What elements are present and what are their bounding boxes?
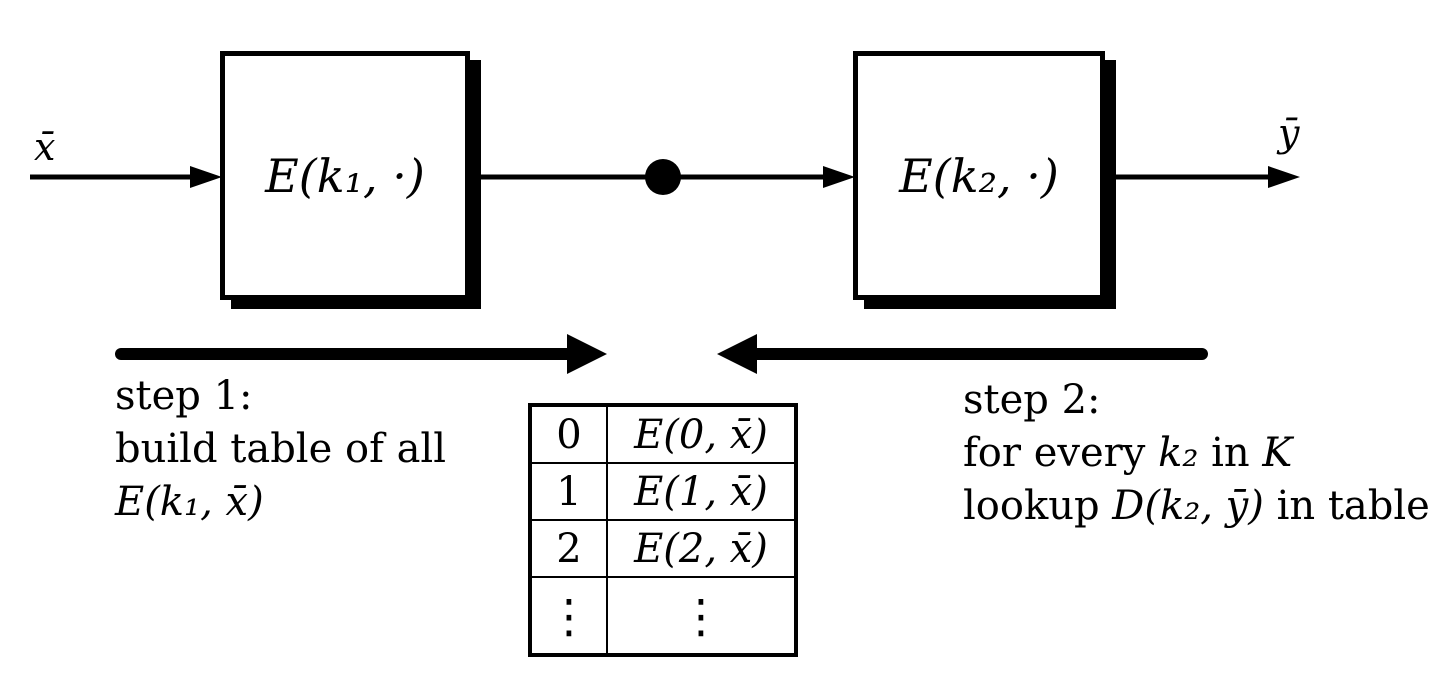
input-arrow-icon [30,166,222,188]
table-key-cell: 2 [532,521,608,576]
table-key-cell-ellipsis-icon: ⋮ [532,578,608,653]
table-key-cell: 1 [532,464,608,519]
encrypt-box-1: E(k₁, ·) [220,51,470,300]
table-key-cell: 0 [532,407,608,462]
table-row: 2 E(2, x̄) [532,519,794,576]
output-arrow-icon [1107,166,1300,188]
step2-line3-text: lookup [963,483,1113,529]
table-value-cell: E(0, x̄) [634,411,768,458]
step1-formula: E(k₁, x̄) [115,479,264,525]
encrypt-box-1-label: E(k₁, ·) [265,148,425,203]
table-row: 0 E(0, x̄) [532,407,794,462]
table-value-cell: E(1, x̄) [634,468,768,515]
step2-left-arrow-icon [717,334,1208,374]
step2-annotation: step 2: for every k₂ in K lookup D(k₂, ȳ… [963,374,1430,533]
output-label: ȳ [1278,111,1300,155]
middle-connector-arrow-icon [472,159,855,195]
step1-right-arrow-icon [115,334,607,374]
step2-line3-suffix: in table [1263,483,1430,529]
encrypt-box-2: E(k₂, ·) [853,51,1105,300]
step2-title: step 2: [963,377,1101,423]
table-value-cell: E(2, x̄) [634,525,768,572]
junction-dot-icon [645,159,681,195]
table-value-cell-ellipsis-icon: ⋮ [678,588,724,643]
step2-line3-formula: D(k₂, ȳ) [1112,483,1264,529]
step2-line2-keyspace: K [1262,430,1293,476]
step2-line2-text: for every [963,430,1159,476]
step2-line2-key: k₂ [1158,430,1199,476]
encrypt-box-2-label: E(k₂, ·) [899,148,1059,203]
step1-title: step 1: [115,373,253,419]
step1-description: build table of all [115,426,447,472]
input-label: x̄ [34,125,56,169]
step1-annotation: step 1: build table of all E(k₁, x̄) [115,370,446,529]
table-row: 1 E(1, x̄) [532,462,794,519]
key-lookup-table: 0 E(0, x̄) 1 E(1, x̄) 2 E(2, x̄) ⋮ ⋮ [528,403,798,657]
step2-line2-in: in [1198,430,1263,476]
step2-description-line2: lookup D(k₂, ȳ) in table [963,480,1430,533]
step2-description-line1: for every k₂ in K [963,427,1430,480]
table-row-ellipsis: ⋮ ⋮ [532,576,794,653]
